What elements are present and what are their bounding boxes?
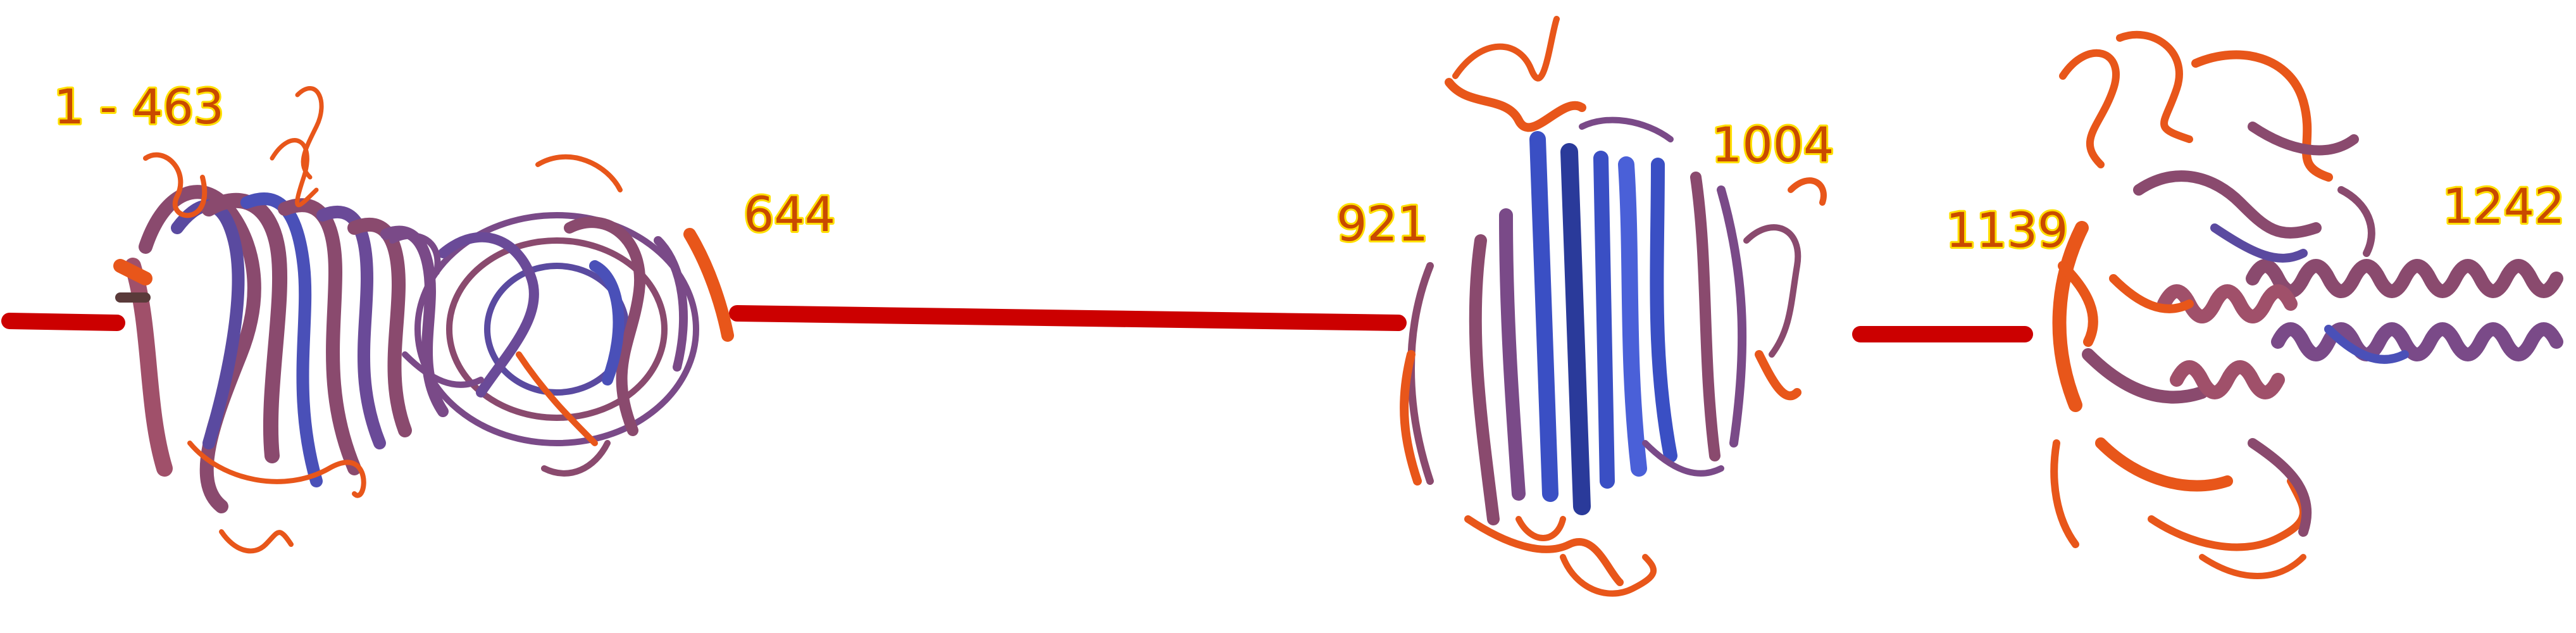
structure-domain-1-463	[113, 86, 734, 554]
label-644: 644	[744, 186, 835, 242]
linker-644-921	[729, 305, 1407, 331]
linker-n-terminal	[1, 313, 125, 331]
structure-domain-921-1004	[1400, 16, 1827, 597]
label-921: 921	[1336, 196, 1428, 252]
residue-labels: 1 - 463 644 921 1004 1139 1242	[52, 77, 2567, 260]
label-1139: 1139	[1946, 202, 2068, 258]
label-1242: 1242	[2442, 178, 2565, 234]
structure-domain-1139-1242	[2050, 30, 2563, 579]
linkers	[1, 305, 2033, 342]
label-1004: 1004	[1712, 116, 1834, 173]
label-domain-1-463: 1 - 463	[54, 78, 224, 135]
